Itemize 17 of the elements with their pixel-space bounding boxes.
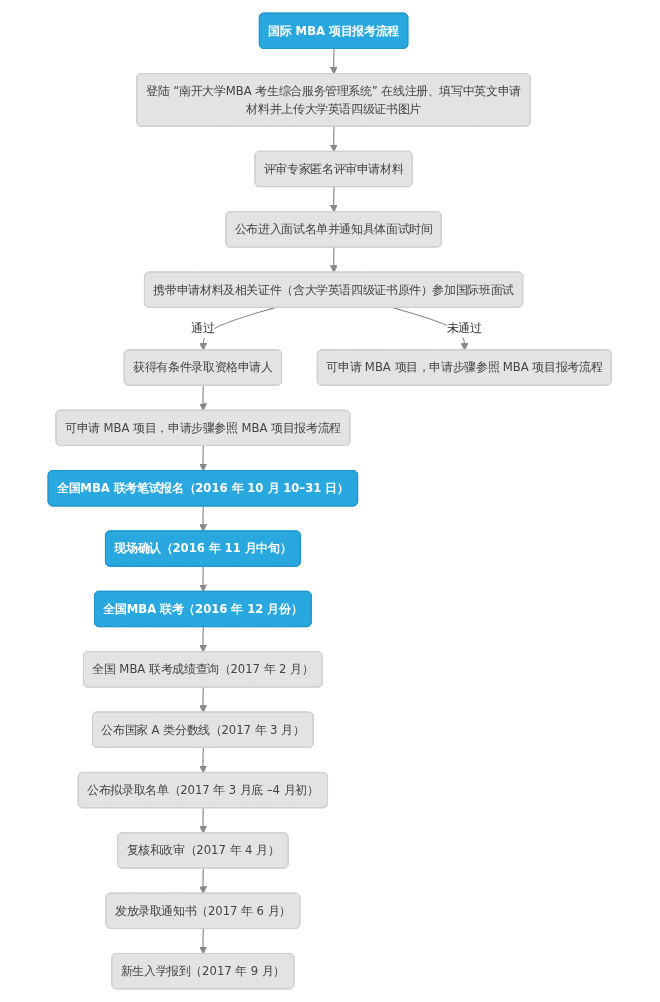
arrow	[199, 385, 208, 412]
arrow	[199, 928, 208, 955]
arrow	[330, 126, 338, 153]
arrow	[199, 807, 208, 834]
arrow	[199, 747, 208, 774]
arrow	[330, 48, 338, 75]
arrow	[330, 246, 338, 273]
arrow	[199, 505, 208, 532]
edge-label: 通过	[191, 321, 215, 336]
arrow	[199, 867, 208, 894]
arrow	[199, 445, 208, 472]
arrow	[330, 186, 338, 213]
arrow	[199, 626, 208, 653]
arrow	[199, 307, 276, 351]
arrow	[199, 566, 208, 593]
arrow	[199, 686, 208, 713]
edge-label: 未通过	[447, 321, 483, 336]
